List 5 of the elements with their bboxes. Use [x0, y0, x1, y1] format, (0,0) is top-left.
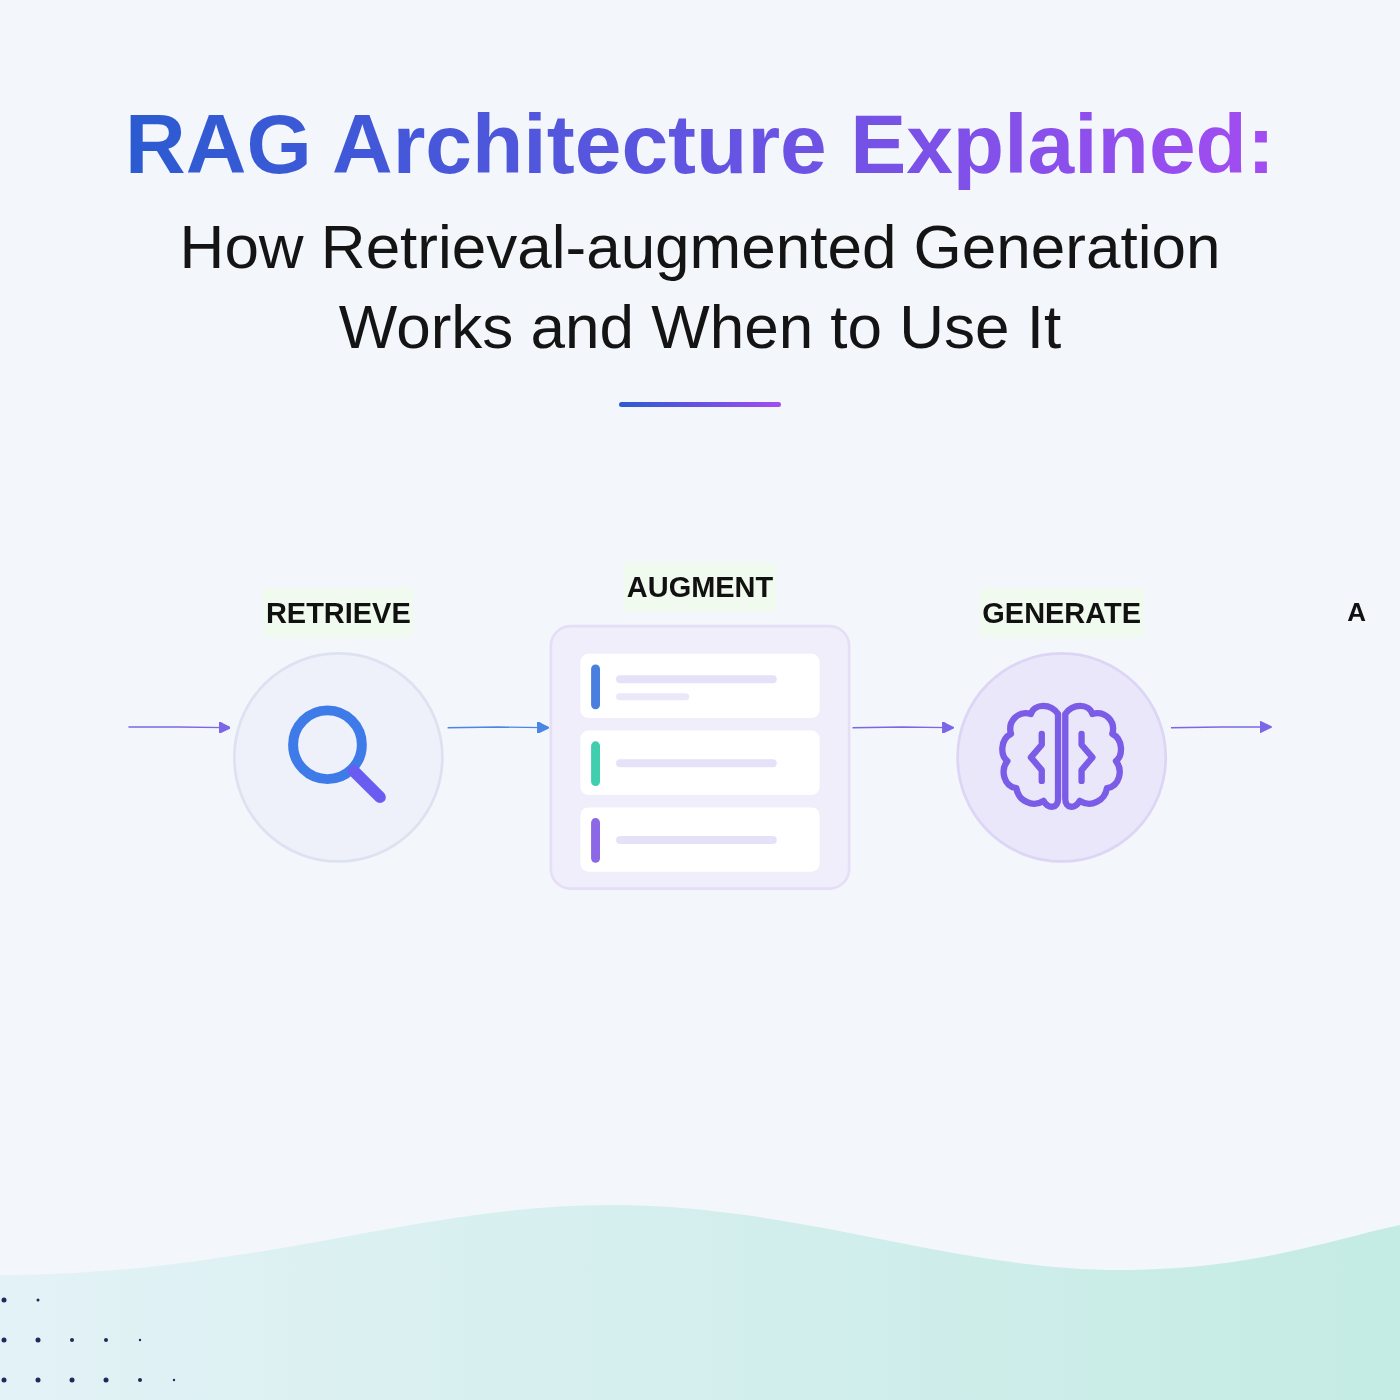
- arrow: [446, 720, 550, 734]
- arrow: [1170, 720, 1273, 734]
- arrow: [851, 720, 955, 734]
- step-heading: A: [1347, 596, 1366, 628]
- subtitle: How Retrieval-augmented Generation Works and When to Use It: [178, 210, 1222, 364]
